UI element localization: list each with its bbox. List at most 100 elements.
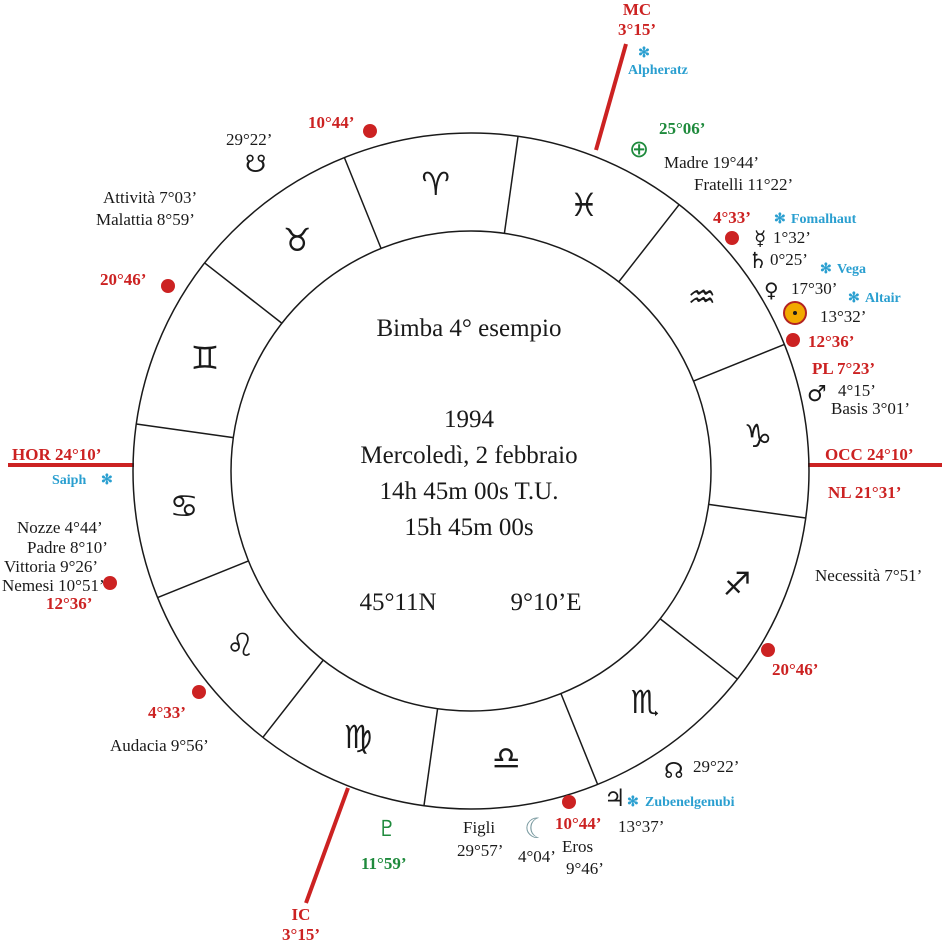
zodiac-signs: ♈♓♒♑♐♏♎♍♌♋♊♉ [170, 165, 772, 777]
star-vega: Vega [837, 262, 866, 277]
ic-label: IC [292, 905, 311, 924]
mc-degree: 3°15’ [618, 20, 656, 39]
h12-degree: 20°46’ [100, 270, 146, 289]
cusp-dot-h2 [103, 576, 117, 590]
libra-sign-icon: ♎ [492, 739, 521, 777]
leo-sign-icon: ♌ [226, 626, 255, 664]
ic-degree: 3°15’ [282, 925, 320, 944]
taurus-sign-icon: ♉ [283, 221, 312, 259]
latitude: 45°11N [359, 589, 436, 616]
fortuna-icon: ⊕ [629, 135, 649, 163]
part-malattia: Malattia 8°59’ [96, 210, 195, 229]
star-icon: ✻ [101, 473, 113, 488]
sign-divider [157, 560, 249, 599]
h3-degree: 4°33’ [148, 703, 186, 722]
south-node-degree: 29°22’ [226, 130, 272, 149]
nl-label: NL 21°31’ [828, 483, 901, 502]
part-nemesi: Nemesi 10°51’ [2, 576, 105, 595]
birth-time-ut: 14h 45m 00s T.U. [380, 478, 559, 505]
star-altair: Altair [865, 291, 901, 306]
cusp-dot-h8 [786, 333, 800, 347]
mc-label: MC [623, 0, 651, 19]
sign-divider [204, 262, 283, 324]
part-attivita: Attività 7°03’ [103, 188, 197, 207]
star-fomalhaut: Fomalhaut [791, 212, 857, 227]
north-node-icon: ☊ [664, 759, 684, 784]
h2-degree: 12°36’ [46, 594, 92, 613]
sign-divider [503, 136, 519, 234]
star-zubenelgenubi: Zubenelgenubi [645, 795, 735, 810]
sagittarius-sign-icon: ♐ [723, 565, 752, 603]
part-basis: Basis 3°01’ [831, 399, 910, 418]
jupiter-icon: ♃ [604, 784, 626, 812]
cusp-dot-h5 [562, 795, 576, 809]
birth-date: Mercoledì, 2 febbraio [360, 442, 577, 469]
cusp-dot-h12 [161, 279, 175, 293]
pluto-degree: 11°59’ [361, 854, 407, 873]
sign-divider [693, 343, 785, 382]
outer-ring [132, 132, 810, 810]
h5-degree: 10°44’ [555, 814, 601, 833]
pl-label: PL 7°23’ [812, 359, 875, 378]
cusp-dot-h3 [192, 685, 206, 699]
inner-ring [230, 230, 712, 712]
pluto-icon: ♇ [377, 817, 397, 842]
fortuna-degree: 25°06’ [659, 119, 705, 138]
sign-divider [262, 659, 324, 738]
moon-icon: ☾ [524, 812, 549, 845]
sign-divider [618, 204, 680, 283]
gemini-sign-icon: ♊ [191, 339, 220, 377]
sun-dot [793, 311, 797, 315]
ic-axis-line [304, 787, 350, 904]
sun-degree: 13°32’ [820, 307, 866, 326]
part-madre: Madre 19°44’ [664, 153, 759, 172]
hor-label: HOR 24°10’ [12, 445, 101, 464]
star-icon: ✻ [638, 46, 650, 61]
virgo-sign-icon: ♍ [344, 718, 373, 756]
birth-time-local: 15h 45m 00s [404, 514, 533, 541]
star-icon: ✻ [820, 262, 832, 277]
sign-divider [423, 708, 439, 806]
sign-divider [136, 423, 234, 439]
cusp-dot-h6 [761, 643, 775, 657]
part-padre: Padre 8°10’ [27, 538, 108, 557]
sign-dividers [136, 136, 806, 806]
part-eros-degree: 9°46’ [566, 859, 604, 878]
saturn-degree: 0°25’ [770, 250, 808, 269]
mc-axis-line [594, 43, 628, 151]
venus-icon: ♀ [764, 278, 779, 302]
mercury-icon: ☿ [754, 226, 766, 250]
south-node-icon: ☋ [245, 150, 266, 178]
h8-degree: 12°36’ [808, 332, 854, 351]
chart-title: Bimba 4° esempio [377, 315, 562, 342]
sign-divider [343, 157, 382, 249]
jupiter-degree: 13°37’ [618, 817, 664, 836]
pisces-sign-icon: ♓ [570, 186, 599, 224]
cusp-dot-h9 [725, 231, 739, 245]
part-nozze: Nozze 4°44’ [17, 518, 103, 537]
h6-degree: 20°46’ [772, 660, 818, 679]
part-figli-degree: 29°57’ [457, 841, 503, 860]
star-alpheratz: Alpheratz [628, 63, 688, 78]
part-eros: Eros [562, 837, 593, 856]
longitude: 9°10’E [510, 589, 581, 616]
part-figli: Figli [463, 818, 495, 837]
birth-year: 1994 [444, 406, 495, 433]
part-necessita: Necessità 7°51’ [815, 566, 922, 585]
part-vittoria: Vittoria 9°26’ [4, 557, 98, 576]
mars-degree: 4°15’ [838, 381, 876, 400]
saturn-icon: ♄ [748, 249, 768, 274]
sign-divider [708, 503, 806, 519]
moon-degree: 4°04’ [518, 847, 556, 866]
north-node-degree: 29°22’ [693, 757, 739, 776]
sign-divider [659, 618, 738, 680]
star-icon: ✻ [774, 212, 786, 227]
cusp-dot-h11 [363, 124, 377, 138]
star-saiph: Saiph [52, 473, 86, 488]
scorpio-sign-icon: ♏ [631, 683, 660, 721]
star-icon: ✻ [627, 795, 639, 810]
cancer-sign-icon: ♋ [170, 487, 199, 525]
h11-degree: 10°44’ [308, 113, 354, 132]
occ-label: OCC 24°10’ [825, 445, 914, 464]
